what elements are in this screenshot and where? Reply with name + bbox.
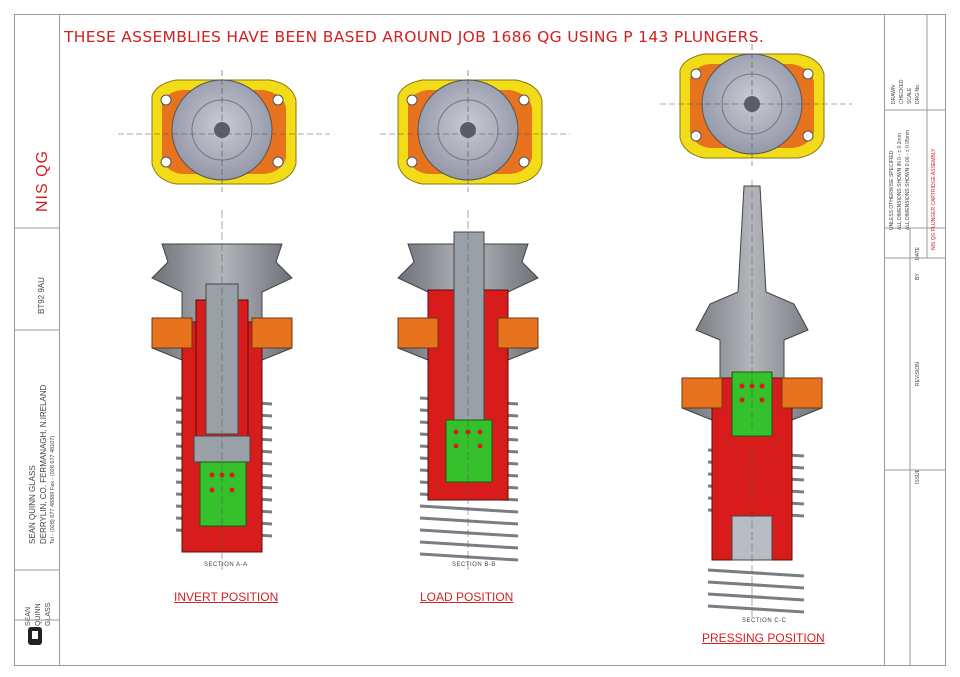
section-label-b: SECTION B-B xyxy=(452,562,496,568)
caption-load: LOAD POSITION xyxy=(420,590,514,604)
section-label-a: SECTION A-A xyxy=(204,562,248,568)
title-block: UNLESS OTHERWISE SPECIFIED ALL DIMENSION… xyxy=(884,14,946,666)
company-logo-icon xyxy=(28,627,42,645)
section-view-pressing xyxy=(681,180,823,620)
plan-view-a xyxy=(118,70,330,192)
plan-view-b xyxy=(380,70,570,192)
headline: THESE ASSEMBLIES HAVE BEEN BASED AROUND … xyxy=(64,28,765,46)
section-view-load xyxy=(397,210,539,570)
caption-invert: INVERT POSITION xyxy=(174,590,279,604)
plan-view-c xyxy=(660,44,852,166)
section-view-invert xyxy=(151,210,293,570)
section-label-c: SECTION C-C xyxy=(742,618,787,624)
caption-pressing: PRESSING POSITION xyxy=(702,631,825,645)
company-panel: NIS QG BT92 9AU SEAN QUINN GLASS DERRYLI… xyxy=(14,14,60,666)
